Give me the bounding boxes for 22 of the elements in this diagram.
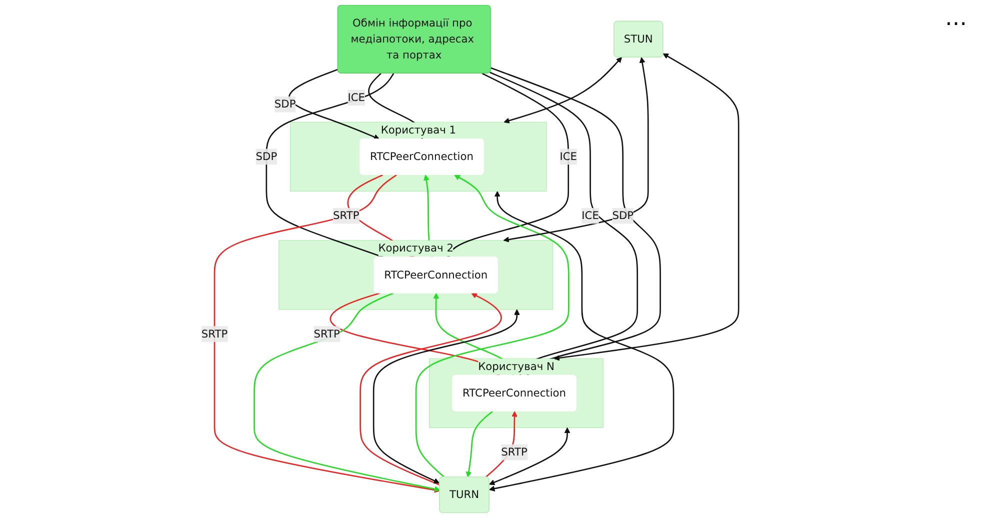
edge-label: SRTP: [501, 446, 528, 458]
edge-label: ICE: [560, 150, 578, 163]
arrow: [360, 292, 502, 486]
edge-label: SRTP: [201, 327, 228, 340]
arrow: [503, 57, 649, 242]
arrow: [466, 410, 494, 478]
edge-label: SRTP: [333, 209, 360, 222]
edge-label: SDP: [612, 209, 634, 222]
edge-label: ICE: [348, 90, 365, 104]
ellipsis-mark: …: [944, 6, 968, 31]
arrow: [266, 73, 394, 258]
arrow: [489, 427, 570, 486]
edge-label: SDP: [256, 150, 278, 163]
arrow: [504, 57, 622, 124]
arrow: [554, 53, 740, 361]
arrow: [254, 292, 440, 492]
arrow: [372, 309, 520, 484]
arrow: [288, 68, 380, 140]
edge-label: SRTP: [314, 327, 340, 340]
edge-label: ICE: [582, 209, 599, 222]
edge-label: SDP: [274, 98, 296, 110]
arrow: [489, 191, 674, 492]
